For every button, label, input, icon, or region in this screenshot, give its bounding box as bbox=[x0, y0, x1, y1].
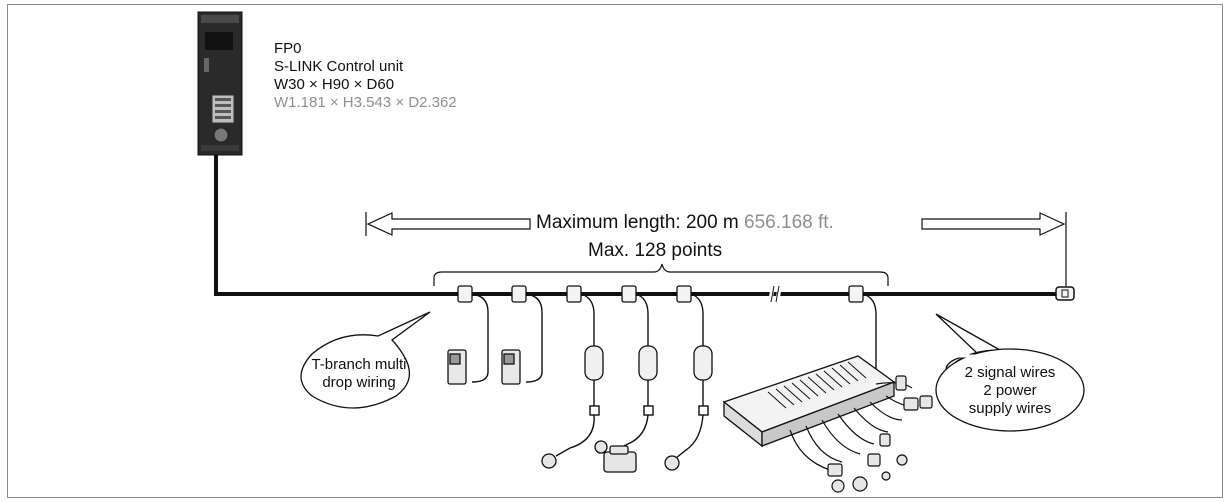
terminator-connector bbox=[1055, 286, 1075, 301]
left-speech-bubble bbox=[300, 311, 431, 409]
max-length-arrow bbox=[365, 212, 1067, 286]
left-bubble-line2: drop wiring bbox=[322, 374, 396, 391]
unit-dims-metric: W30 × H90 × D60 bbox=[274, 76, 395, 93]
max-length-label: Maximum length: 200 m 656.168 ft. bbox=[536, 212, 834, 234]
end-devices bbox=[541, 440, 680, 473]
max-length-metric: Maximum length: 200 m bbox=[536, 212, 739, 233]
right-speech-bubble bbox=[935, 313, 1085, 432]
max-points-label: Max. 128 points bbox=[588, 240, 723, 261]
unit-dims-inch: W1.181 × H3.543 × D2.362 bbox=[274, 94, 457, 111]
unit-name: FP0 bbox=[274, 40, 302, 57]
inline-io-modules bbox=[584, 345, 713, 381]
right-bubble-line1: 2 signal wires bbox=[964, 364, 1056, 381]
branch-wires bbox=[471, 293, 877, 400]
left-bubble-line1: T-branch multi bbox=[311, 356, 407, 373]
unit-model: S-LINK Control unit bbox=[274, 58, 404, 75]
points-brace bbox=[433, 263, 889, 286]
main-cable bbox=[214, 155, 1058, 303]
right-bubble-line3: supply wires bbox=[968, 400, 1052, 417]
right-bubble-line2: 2 power bbox=[983, 382, 1037, 399]
left-bubble-text: T-branch multi drop wiring bbox=[300, 356, 418, 392]
terminal-io-unit bbox=[722, 355, 933, 493]
max-length-imperial: 656.168 ft. bbox=[744, 212, 834, 233]
diagram-frame bbox=[7, 4, 1223, 498]
fp0-control-unit bbox=[197, 11, 243, 156]
sensor-blocks bbox=[447, 349, 521, 385]
right-bubble-text: 2 signal wires 2 power supply wires bbox=[948, 364, 1072, 418]
